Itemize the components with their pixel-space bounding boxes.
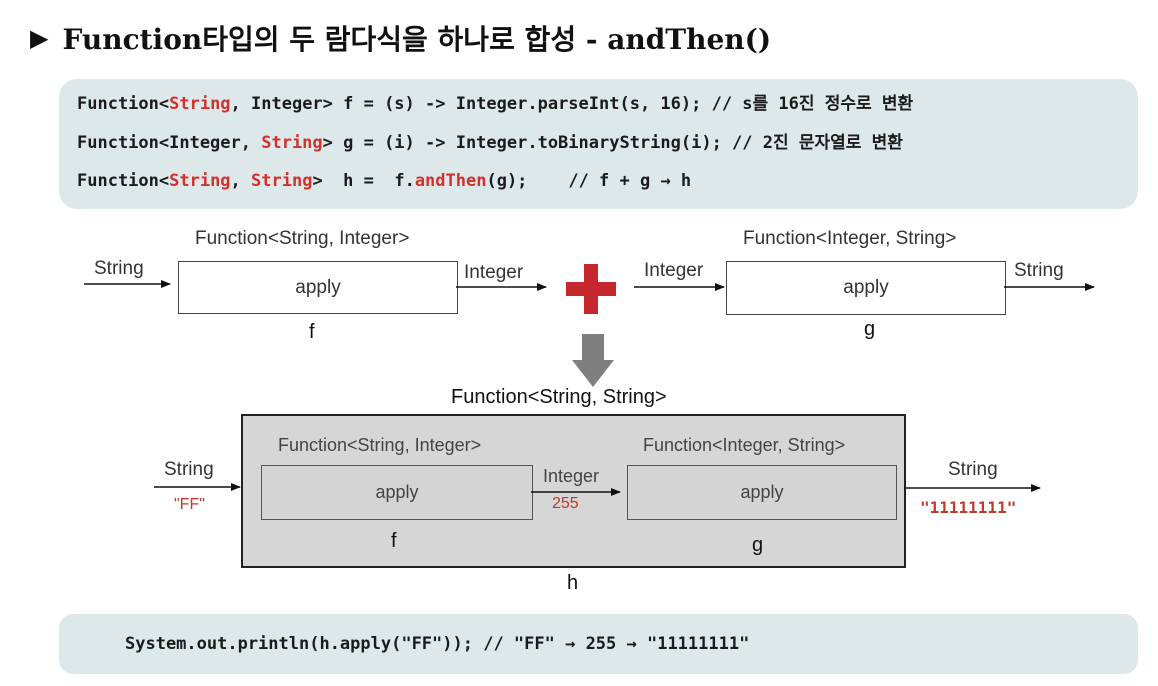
composed-output-value: "11111111" xyxy=(920,498,1017,517)
inner-f-apply-label: apply xyxy=(375,482,419,502)
composed-signature-label: Function<String, String> xyxy=(451,386,667,408)
g-input-label: Integer xyxy=(644,260,704,281)
triangle-bullet-icon: ▶ xyxy=(30,24,49,52)
inner-g-apply-label: apply xyxy=(740,482,784,502)
f-apply-label: apply xyxy=(295,276,341,298)
middle-type-label: Integer xyxy=(543,466,600,486)
bottom-code-block: System.out.println(h.apply("FF")); // "F… xyxy=(59,614,1138,674)
f-name-label: f xyxy=(309,321,315,343)
f-output-label: Integer xyxy=(464,262,524,283)
code-line-3: Function<String, String> h = f.andThen(g… xyxy=(77,171,692,191)
page-title-text: Function타입의 두 람다식을 하나로 합성 - andThen() xyxy=(62,23,772,56)
g-signature-label: Function<Integer, String> xyxy=(743,228,957,249)
inner-f-name-label: f xyxy=(391,530,397,552)
code-block: Function<String, Integer> f = (s) -> Int… xyxy=(59,79,1138,209)
down-arrow-icon xyxy=(572,334,614,387)
code-line-1: Function<String, Integer> f = (s) -> Int… xyxy=(77,94,914,114)
composed-input-value: "FF" xyxy=(174,496,205,513)
bottom-code-line: System.out.println(h.apply("FF")); // "F… xyxy=(125,634,750,654)
composed-input-label: String xyxy=(164,459,214,480)
page-title: ▶ Function타입의 두 람다식을 하나로 합성 - andThen() xyxy=(30,14,771,62)
g-apply-box: apply xyxy=(726,261,1006,315)
inner-g-signature-label: Function<Integer, String> xyxy=(643,435,846,455)
composed-output-label: String xyxy=(948,459,998,480)
inner-g-apply-box: apply xyxy=(627,465,897,520)
f-apply-box: apply xyxy=(178,261,458,314)
g-apply-label: apply xyxy=(843,277,889,298)
middle-value-label: 255 xyxy=(552,495,579,512)
g-output-label: String xyxy=(1014,260,1064,281)
g-name-label: g xyxy=(864,318,876,340)
inner-g-name-label: g xyxy=(752,534,764,556)
f-input-label: String xyxy=(94,258,144,279)
inner-f-signature-label: Function<String, Integer> xyxy=(278,435,482,455)
plus-icon xyxy=(566,264,616,314)
f-signature-label: Function<String, Integer> xyxy=(195,228,410,249)
code-line-2: Function<Integer, String> g = (i) -> Int… xyxy=(77,133,903,153)
h-name-label: h xyxy=(567,572,579,594)
